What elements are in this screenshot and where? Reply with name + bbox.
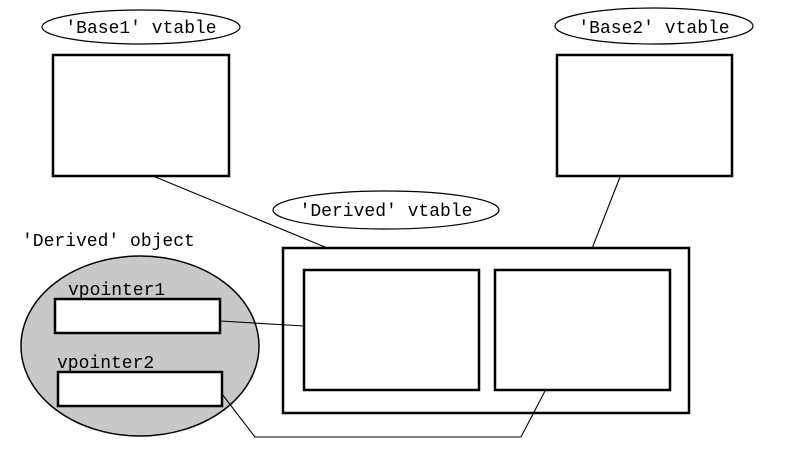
derived-vtable-base2-part [493,268,672,392]
connector-vpointer1-to-derived-left [219,320,305,327]
connector-vpointer2-to-derived-right [221,390,546,438]
derived-vtable-base1-part [302,268,481,392]
base2-vtable-box [555,53,734,178]
base1-vtable-label: 'Base1' vtable [65,19,216,39]
base1-vtable-label-ellipse [41,9,241,45]
vpointer2-label: vpointer2 [57,354,154,374]
base2-vtable-group: 'Base2' vtable [554,7,754,178]
derived-object-group: 'Derived' object vpointer1 vpointer2 [20,232,260,437]
vpointer2-box [56,370,224,408]
vpointer1-box [53,297,222,335]
derived-vtable-label-ellipse [272,190,500,230]
base2-vtable-label-ellipse [554,7,754,45]
base1-vtable-group: 'Base1' vtable [41,9,241,178]
derived-vtable-group: 'Derived' vtable [272,190,691,415]
derived-vtable-label: 'Derived' vtable [300,202,473,222]
vpointer1-label: vpointer1 [68,281,165,301]
base2-vtable-label: 'Base2' vtable [578,19,729,39]
derived-object-label: 'Derived' object [22,232,195,252]
base1-vtable-box [51,53,231,178]
